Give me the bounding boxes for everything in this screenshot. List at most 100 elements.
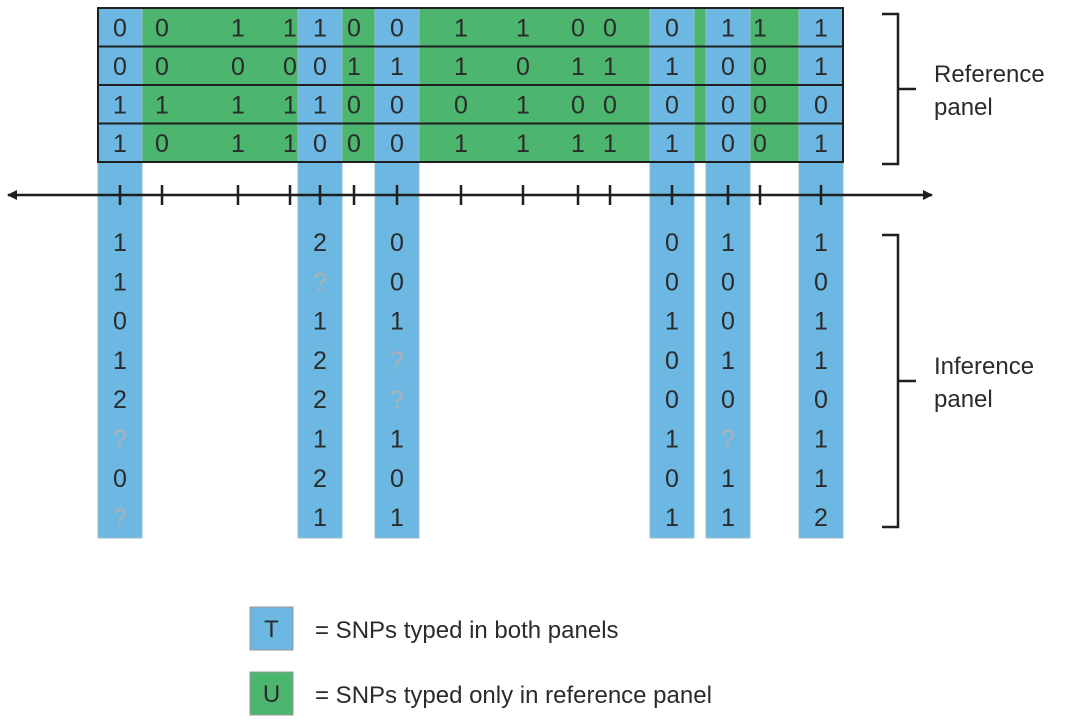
reference-genotype: 0	[571, 14, 585, 42]
reference-genotype: 1	[571, 53, 585, 81]
inference-genotype: 2	[313, 347, 327, 375]
inference-genotype: 0	[390, 465, 404, 493]
reference-genotype: 0	[753, 91, 767, 119]
missing-genotype: ?	[313, 268, 327, 296]
inference-genotype: 1	[665, 308, 679, 336]
typed-snp-column	[798, 7, 844, 539]
reference-genotype: 1	[516, 130, 530, 158]
inference-genotype: 0	[721, 308, 735, 336]
inference-genotype: 0	[814, 386, 828, 414]
inference-genotype: 1	[313, 426, 327, 454]
reference-genotype: 1	[283, 14, 297, 42]
inference-genotype: 1	[814, 465, 828, 493]
inference-genotype: 0	[665, 347, 679, 375]
reference-genotype: 1	[155, 91, 169, 119]
reference-panel-bracket	[882, 12, 916, 166]
inference-genotype: 1	[313, 504, 327, 532]
inference-genotype: 1	[390, 504, 404, 532]
inference-genotype: 0	[665, 386, 679, 414]
reference-genotype: 0	[753, 130, 767, 158]
reference-genotype: 0	[155, 130, 169, 158]
reference-genotype: 1	[283, 130, 297, 158]
inference-genotype: 0	[721, 268, 735, 296]
inference-genotype: 1	[721, 229, 735, 257]
reference-panel-label-line2: panel	[934, 94, 993, 121]
reference-genotype: 0	[113, 53, 127, 81]
inference-genotype: 2	[113, 386, 127, 414]
inference-genotype: 1	[814, 229, 828, 257]
inference-genotype: 1	[390, 308, 404, 336]
reference-genotype: 1	[347, 53, 361, 81]
inference-genotype: 0	[814, 268, 828, 296]
inference-genotype: 0	[665, 229, 679, 257]
reference-genotype: 1	[113, 91, 127, 119]
reference-genotype: 0	[231, 53, 245, 81]
legend-label-typed-reference-only: = SNPs typed only in reference panel	[315, 682, 712, 709]
reference-genotype: 1	[454, 130, 468, 158]
reference-genotype: 1	[454, 53, 468, 81]
reference-genotype: 1	[603, 53, 617, 81]
legend-swatch-symbol-typed-both: T	[264, 616, 279, 643]
inference-genotype: 0	[665, 465, 679, 493]
reference-genotype: 1	[313, 91, 327, 119]
reference-genotype: 0	[390, 14, 404, 42]
reference-genotype: 1	[814, 130, 828, 158]
missing-genotype: ?	[390, 386, 404, 414]
reference-genotype: 1	[390, 53, 404, 81]
legend-item-typed-both: T = SNPs typed in both panels	[249, 606, 619, 651]
reference-panel-label-line1: Reference	[934, 61, 1045, 88]
reference-genotype: 0	[753, 53, 767, 81]
snp-position-ticks	[118, 185, 823, 205]
reference-genotype: 0	[347, 14, 361, 42]
inference-genotype: 1	[721, 465, 735, 493]
genome-axis	[7, 185, 933, 205]
reference-genotype: 0	[313, 53, 327, 81]
inference-genotypes: 11012?0?2?122121001??1010010010110010?11…	[113, 229, 828, 532]
reference-genotype: 1	[231, 91, 245, 119]
reference-row-outlines	[97, 7, 844, 163]
legend-item-typed-reference-only: U = SNPs typed only in reference panel	[249, 671, 712, 716]
inference-panel-label-line1: Inference	[934, 353, 1034, 380]
reference-genotype: 0	[603, 14, 617, 42]
inference-genotype: 0	[113, 308, 127, 336]
typed-snp-column	[705, 7, 751, 539]
missing-genotype: ?	[390, 347, 404, 375]
inference-genotype: 1	[665, 426, 679, 454]
inference-genotype: 2	[814, 504, 828, 532]
reference-genotype: 1	[283, 91, 297, 119]
reference-genotype: 1	[721, 14, 735, 42]
reference-genotype: 0	[603, 91, 617, 119]
reference-genotype: 0	[516, 53, 530, 81]
legend-swatch-symbol-typed-reference-only: U	[263, 681, 280, 708]
reference-genotype: 0	[390, 130, 404, 158]
reference-genotype: 0	[283, 53, 297, 81]
inference-genotype: 1	[113, 347, 127, 375]
inference-genotype: 1	[313, 308, 327, 336]
inference-genotype: 0	[113, 465, 127, 493]
reference-genotype: 1	[516, 14, 530, 42]
inference-genotype: 2	[313, 386, 327, 414]
reference-genotype: 0	[721, 53, 735, 81]
inference-genotype: 1	[814, 308, 828, 336]
legend-swatch-typed-both	[249, 606, 294, 651]
inference-genotype: 1	[814, 347, 828, 375]
reference-genotype: 1	[231, 14, 245, 42]
inference-panel-label-line2: panel	[934, 386, 993, 413]
inference-panel-bracket	[882, 233, 916, 529]
inference-genotype: 1	[721, 347, 735, 375]
reference-genotype: 1	[313, 14, 327, 42]
reference-haplotype-row	[97, 122, 844, 163]
missing-genotype: ?	[721, 426, 735, 454]
reference-genotype: 0	[347, 130, 361, 158]
inference-genotype: 1	[390, 426, 404, 454]
legend-swatch-typed-reference-only	[249, 671, 294, 716]
inference-genotype: 1	[814, 426, 828, 454]
reference-genotype: 0	[721, 130, 735, 158]
reference-genotype: 0	[814, 91, 828, 119]
reference-genotype: 1	[603, 130, 617, 158]
reference-genotype: 0	[665, 14, 679, 42]
reference-genotype: 0	[721, 91, 735, 119]
reference-genotype: 1	[753, 14, 767, 42]
inference-genotype: 2	[313, 229, 327, 257]
